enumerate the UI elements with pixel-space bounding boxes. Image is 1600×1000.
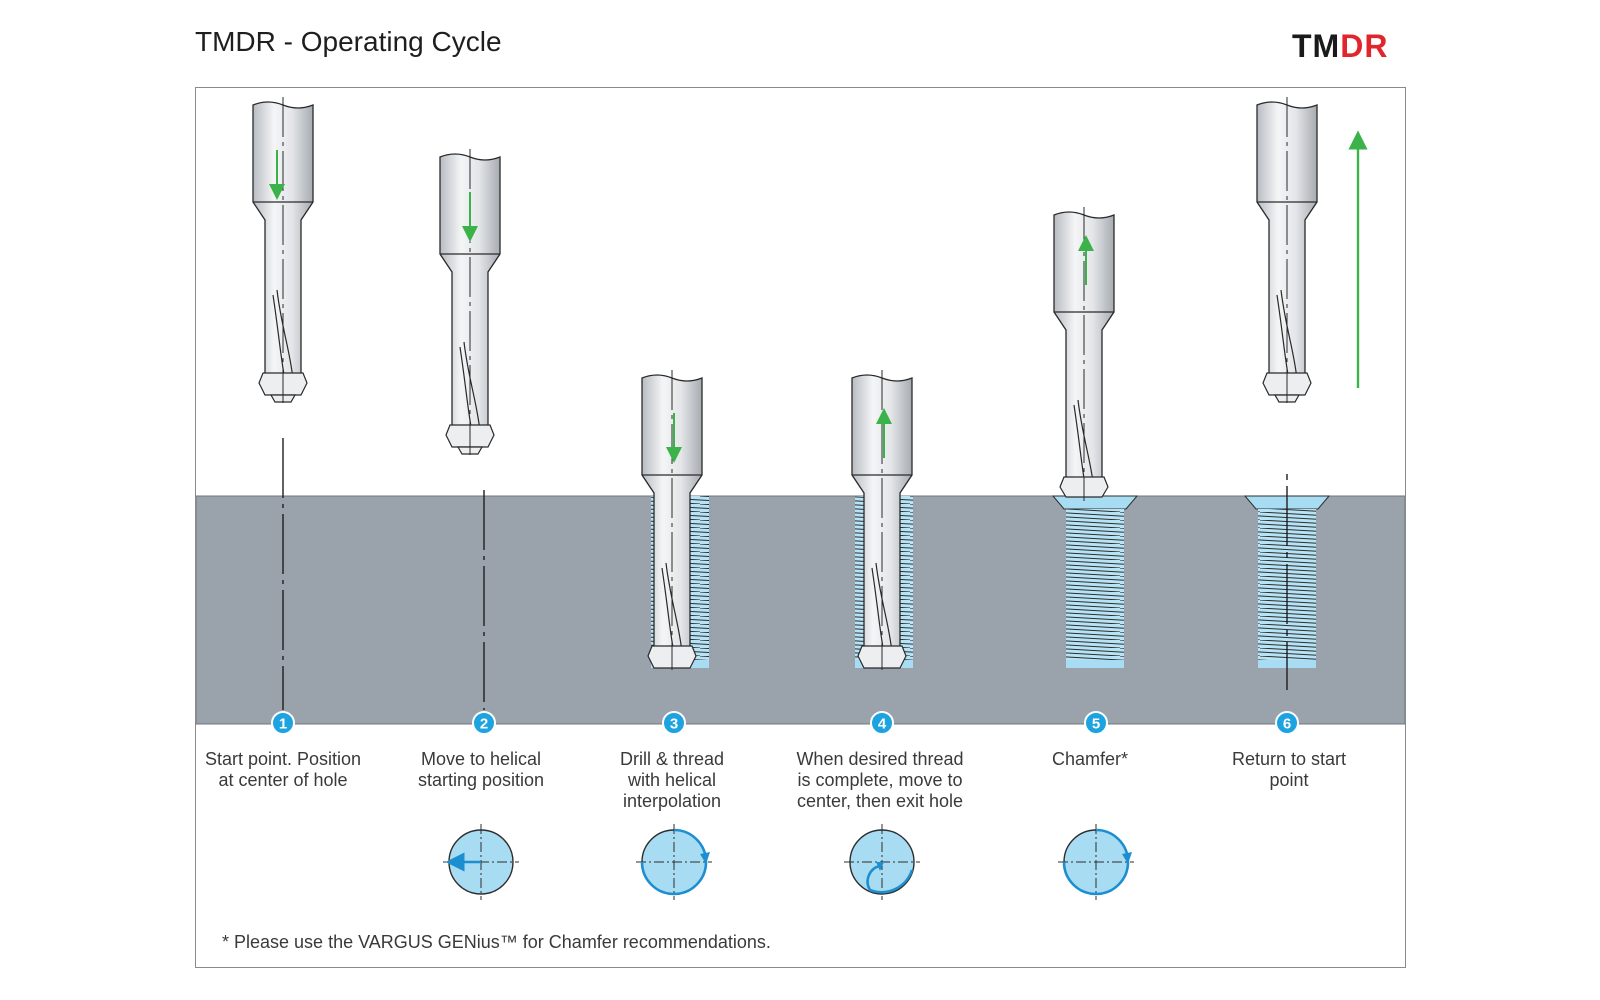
step-2-line-1: Move to helical [420, 749, 542, 769]
step-badge-2: 2 [472, 711, 496, 735]
svg-text:6: 6 [1283, 716, 1291, 733]
threaded-hole-5 [1051, 495, 1139, 668]
step-badge-3: 3 [662, 711, 686, 735]
step-3-line-3: interpolation [622, 791, 722, 811]
circular-arrow-icon [1058, 824, 1134, 900]
logo-dr: DR [1340, 28, 1389, 64]
tool-5 [1053, 207, 1115, 501]
tool-4 [851, 370, 913, 670]
step-label-6: Return to start point [1189, 749, 1389, 791]
step-4-line-1: When desired thread [796, 749, 964, 769]
footnote: * Please use the VARGUS GENius™ for Cham… [222, 932, 771, 952]
page-title: TMDR - Operating Cycle [195, 26, 502, 57]
step-label-1: Start point. Position at center of hole [183, 749, 383, 791]
svg-text:5: 5 [1092, 716, 1100, 733]
step-badge-5: 5 [1084, 711, 1108, 735]
step-1-line-2: at center of hole [218, 770, 348, 790]
step-label-2: Move to helical starting position [381, 749, 581, 791]
step-label-4: When desired thread is complete, move to… [780, 749, 980, 812]
step-badge-1: 1 [271, 711, 295, 735]
step-badge-4: 4 [870, 711, 894, 735]
tool-3 [641, 370, 703, 670]
step-3-line-1: Drill & thread [619, 749, 725, 769]
svg-text:4: 4 [878, 716, 887, 733]
svg-text:2: 2 [480, 716, 488, 733]
diagram-frame [195, 87, 1406, 968]
step-2-line-2: starting position [417, 770, 545, 790]
brand-logo: TMDR [1292, 28, 1388, 65]
step-3-line-2: with helical [627, 770, 717, 790]
step-badge-6: 6 [1275, 711, 1299, 735]
return-to-center-icon [844, 824, 920, 900]
step-4-line-3: center, then exit hole [796, 791, 964, 811]
step-6-line-2: point [1269, 770, 1309, 790]
svg-text:1: 1 [279, 716, 287, 733]
center-lines [282, 438, 1288, 710]
step-1-line-1: Start point. Position [204, 749, 362, 769]
circular-arrow-icon [636, 824, 712, 900]
step-label-5: Chamfer* [990, 749, 1190, 770]
tool-6 [1256, 97, 1318, 403]
step-label-3: Drill & thread with helical interpolatio… [572, 749, 772, 812]
tool-2 [439, 149, 501, 455]
arrow-left-icon [443, 824, 519, 900]
svg-text:3: 3 [670, 716, 678, 733]
step-6-line-1: Return to start [1231, 749, 1347, 769]
logo-tm: TM [1292, 28, 1341, 64]
step-5-line-1: Chamfer* [1051, 749, 1129, 769]
step-4-line-2: is complete, move to [797, 770, 963, 790]
tool-1 [252, 97, 314, 403]
